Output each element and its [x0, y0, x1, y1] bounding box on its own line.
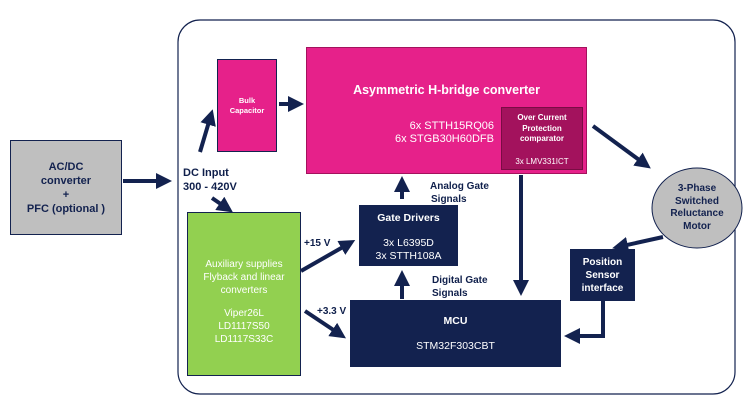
- dc-input-line: 300 - 420V: [183, 181, 237, 193]
- arrow-dc-to-bulk: [198, 109, 216, 153]
- acdc-line: AC/DC: [48, 160, 84, 173]
- hbridge-block: Asymmetric H-bridge converter 6x STTH15R…: [306, 47, 587, 174]
- mcu-part: STM32F303CBT: [416, 340, 495, 352]
- dc-input-line: DC Input: [183, 167, 229, 179]
- ocp-line: comparator: [519, 134, 564, 143]
- arrow-position-to-mcu: [564, 301, 605, 344]
- bulk-line: Bulk: [238, 95, 256, 105]
- aux-line: Auxiliary supplies: [205, 259, 283, 270]
- gate-drivers-part: 3x STTH108A: [375, 250, 442, 262]
- plus-15v-label: +15 V: [304, 238, 331, 249]
- motor-label: 3-Phase Switched Reluctance Motor: [652, 168, 742, 248]
- position-line: Position: [582, 256, 623, 268]
- hbridge-part: 6x STGB30H60DFB: [394, 133, 494, 145]
- bulk-capacitor-block: Bulk Capacitor: [217, 59, 277, 152]
- position-line: interface: [581, 282, 624, 294]
- aux-line: converters: [220, 285, 268, 296]
- ocp-line: Over Current: [517, 113, 567, 122]
- arrow-aux-to-gd: [300, 240, 356, 273]
- ocp-part: 3x LMV331ICT: [515, 156, 569, 166]
- ocp-block: Over Current Protection comparator 3x LM…: [501, 107, 583, 170]
- mcu-block: MCU STM32F303CBT: [350, 300, 561, 367]
- hbridge-title: Asymmetric H-bridge converter: [353, 83, 540, 97]
- motor-shape: [651, 167, 743, 249]
- label-line: Digital Gate: [432, 275, 488, 286]
- position-sensor-block: Position Sensor interface: [570, 249, 635, 301]
- aux-line: Flyback and linear: [203, 272, 285, 283]
- hbridge-parts: 6x STTH15RQ06 6x STGB30H60DFB: [395, 120, 494, 146]
- acdc-converter-block: AC/DC converter + PFC (optional ): [10, 140, 122, 235]
- hbridge-part: 6x STTH15RQ06: [409, 120, 494, 132]
- position-line: Sensor: [585, 269, 620, 281]
- label-line: Signals: [431, 193, 467, 205]
- analog-gate-signals-label: Analog Gate Signals: [430, 181, 489, 206]
- aux-part: LD1117S33C: [214, 334, 274, 345]
- motor-line: Motor: [683, 220, 711, 232]
- motor-line: 3-Phase: [677, 183, 717, 194]
- gate-drivers-title: Gate Drivers: [377, 212, 440, 224]
- aux-part: LD1117S50: [218, 321, 270, 332]
- arrow-hbridge-to-motor: [591, 124, 651, 169]
- digital-gate-signals-label: Digital Gate Signals: [432, 275, 488, 300]
- plus-3v3-label: +3.3 V: [317, 306, 347, 317]
- bulk-line: Capacitor: [229, 105, 265, 115]
- arrow-aux-to-mcu: [303, 309, 346, 339]
- label-line: Analog Gate: [430, 181, 489, 192]
- acdc-line: +: [62, 188, 70, 201]
- gate-drivers-part: 3x L6395D: [383, 237, 434, 249]
- dc-input-label: DC Input 300 - 420V: [183, 166, 237, 194]
- auxiliary-supplies-block: Auxiliary supplies Flyback and linear co…: [187, 212, 301, 376]
- ocp-line: Protection: [522, 123, 562, 133]
- label-line: Signals: [432, 287, 468, 299]
- motor-line: Reluctance: [670, 208, 724, 219]
- gate-drivers-block: Gate Drivers 3x L6395D 3x STTH108A: [359, 205, 458, 266]
- acdc-line: PFC (optional ): [26, 202, 106, 215]
- motor-line: Switched: [675, 195, 719, 207]
- aux-part: Viper26L: [224, 308, 264, 319]
- mcu-title: MCU: [443, 315, 468, 327]
- acdc-line: converter: [40, 174, 92, 187]
- arrow-motor-to-position: [612, 235, 664, 253]
- arrow-dc-to-aux: [210, 196, 233, 213]
